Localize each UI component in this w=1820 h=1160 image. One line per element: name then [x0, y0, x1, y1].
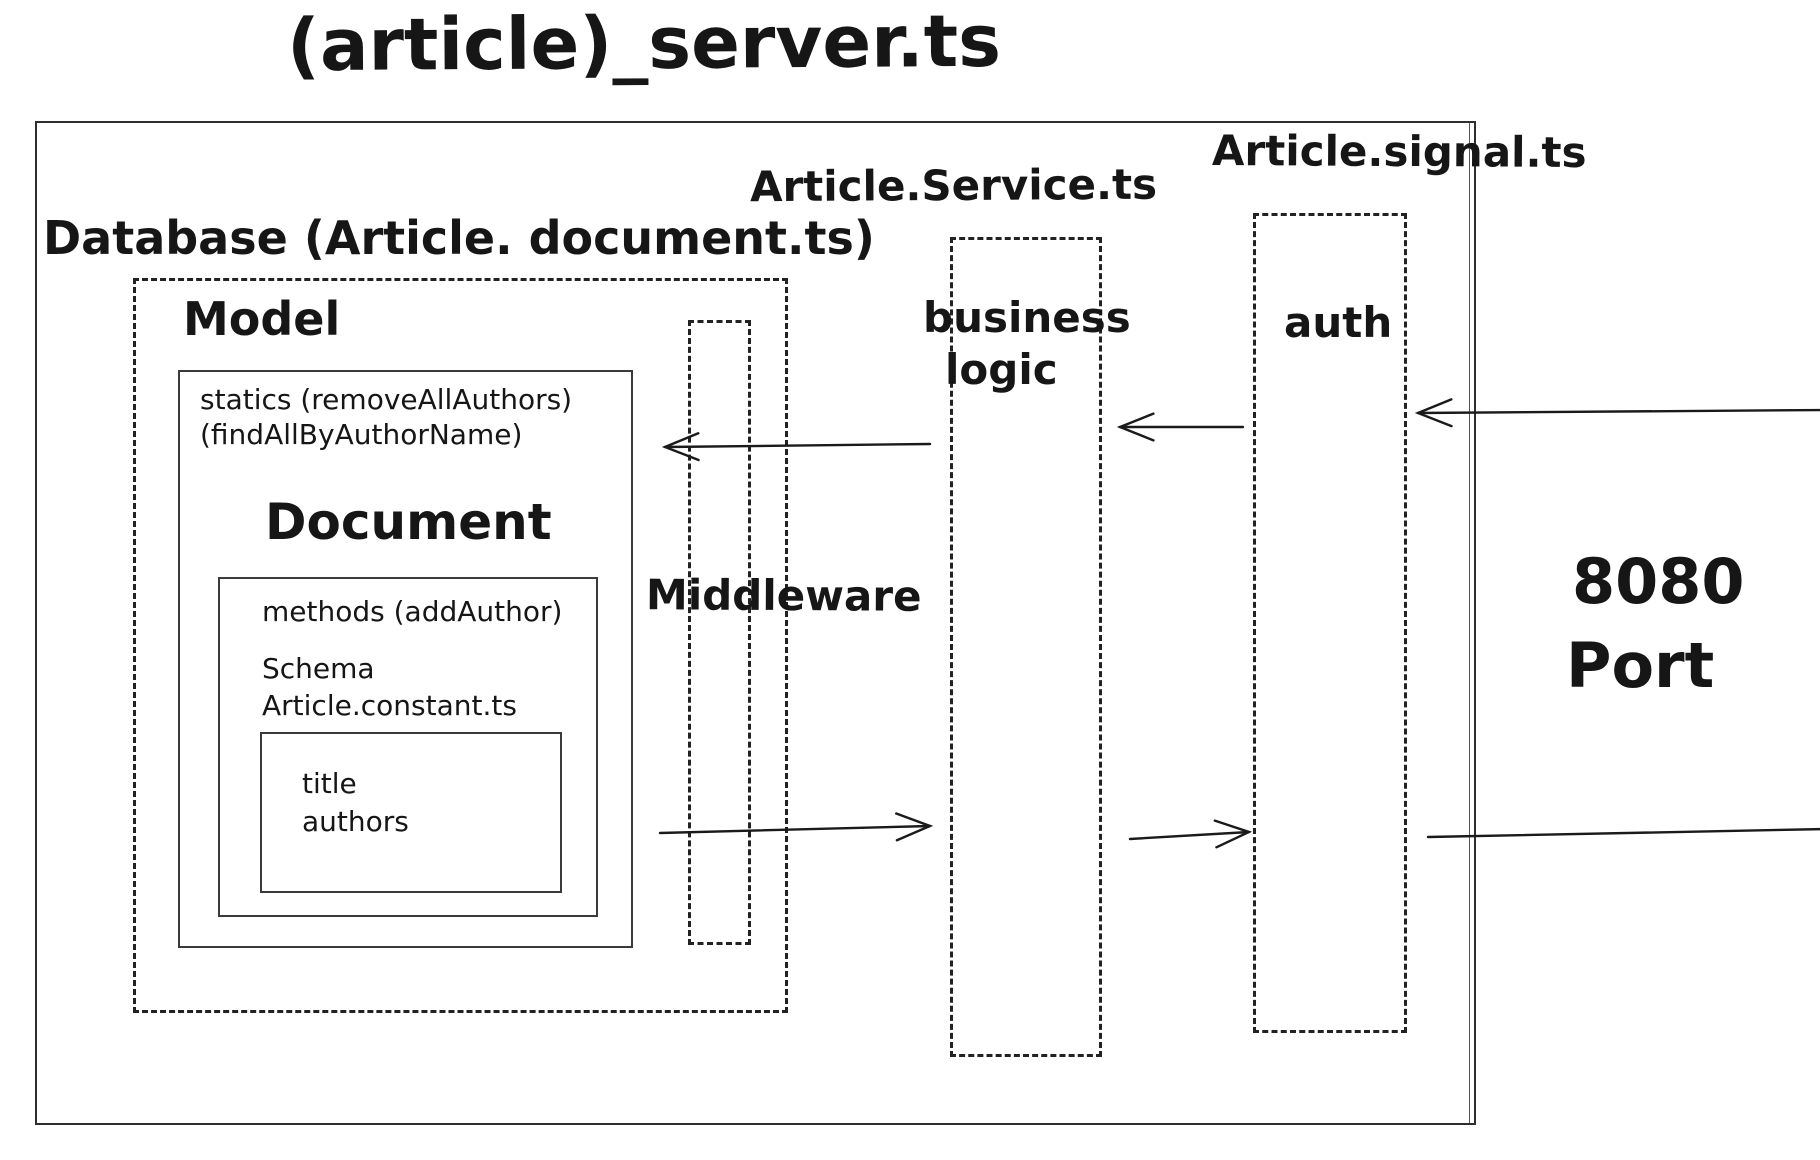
- business-logic-box: [950, 237, 1102, 1057]
- field-authors-label: authors: [302, 805, 409, 838]
- business-line1: business: [923, 293, 1131, 342]
- document-label: Document: [265, 493, 552, 551]
- server-outer-box: [35, 121, 1476, 1125]
- service-file-label: Article.Service.ts: [749, 159, 1158, 212]
- schema-fields-box: [260, 732, 562, 893]
- statics-line1: statics (removeAllAuthors): [200, 383, 573, 416]
- methods-text: methods (addAuthor): [262, 595, 563, 628]
- port-line2: Port: [1566, 629, 1715, 702]
- middleware-label: Middleware: [645, 570, 922, 621]
- port-line1: 8080: [1572, 545, 1745, 618]
- schema-line1: Schema: [262, 652, 375, 685]
- schema-line2: Article.constant.ts: [262, 689, 517, 722]
- database-box: [133, 278, 788, 1013]
- server-outer-box-overdraw: [1469, 123, 1470, 1123]
- database-label: Database (Article. document.ts): [43, 211, 875, 265]
- statics-text: statics (removeAllAuthors) (findAllByAut…: [200, 382, 630, 452]
- field-title-label: title: [302, 767, 357, 800]
- model-label: Model: [183, 292, 341, 346]
- statics-line2: (findAllByAuthorName): [200, 418, 523, 451]
- diagram-title: (article)_server.ts: [286, 0, 1002, 88]
- auth-label: auth: [1284, 298, 1393, 347]
- business-logic-label: business logic: [923, 292, 1131, 396]
- auth-box: [1253, 213, 1407, 1033]
- port-label: 8080 Port: [1566, 540, 1745, 708]
- business-line2: logic: [945, 345, 1058, 394]
- model-statics-box: [178, 370, 633, 948]
- document-methods-box: [218, 577, 598, 917]
- middleware-lifeline-box: [688, 320, 751, 945]
- signal-file-label: Article.signal.ts: [1211, 126, 1587, 177]
- schema-text: Schema Article.constant.ts: [262, 650, 517, 724]
- arrow: [1414, 398, 1820, 428]
- arrow: [1426, 827, 1820, 839]
